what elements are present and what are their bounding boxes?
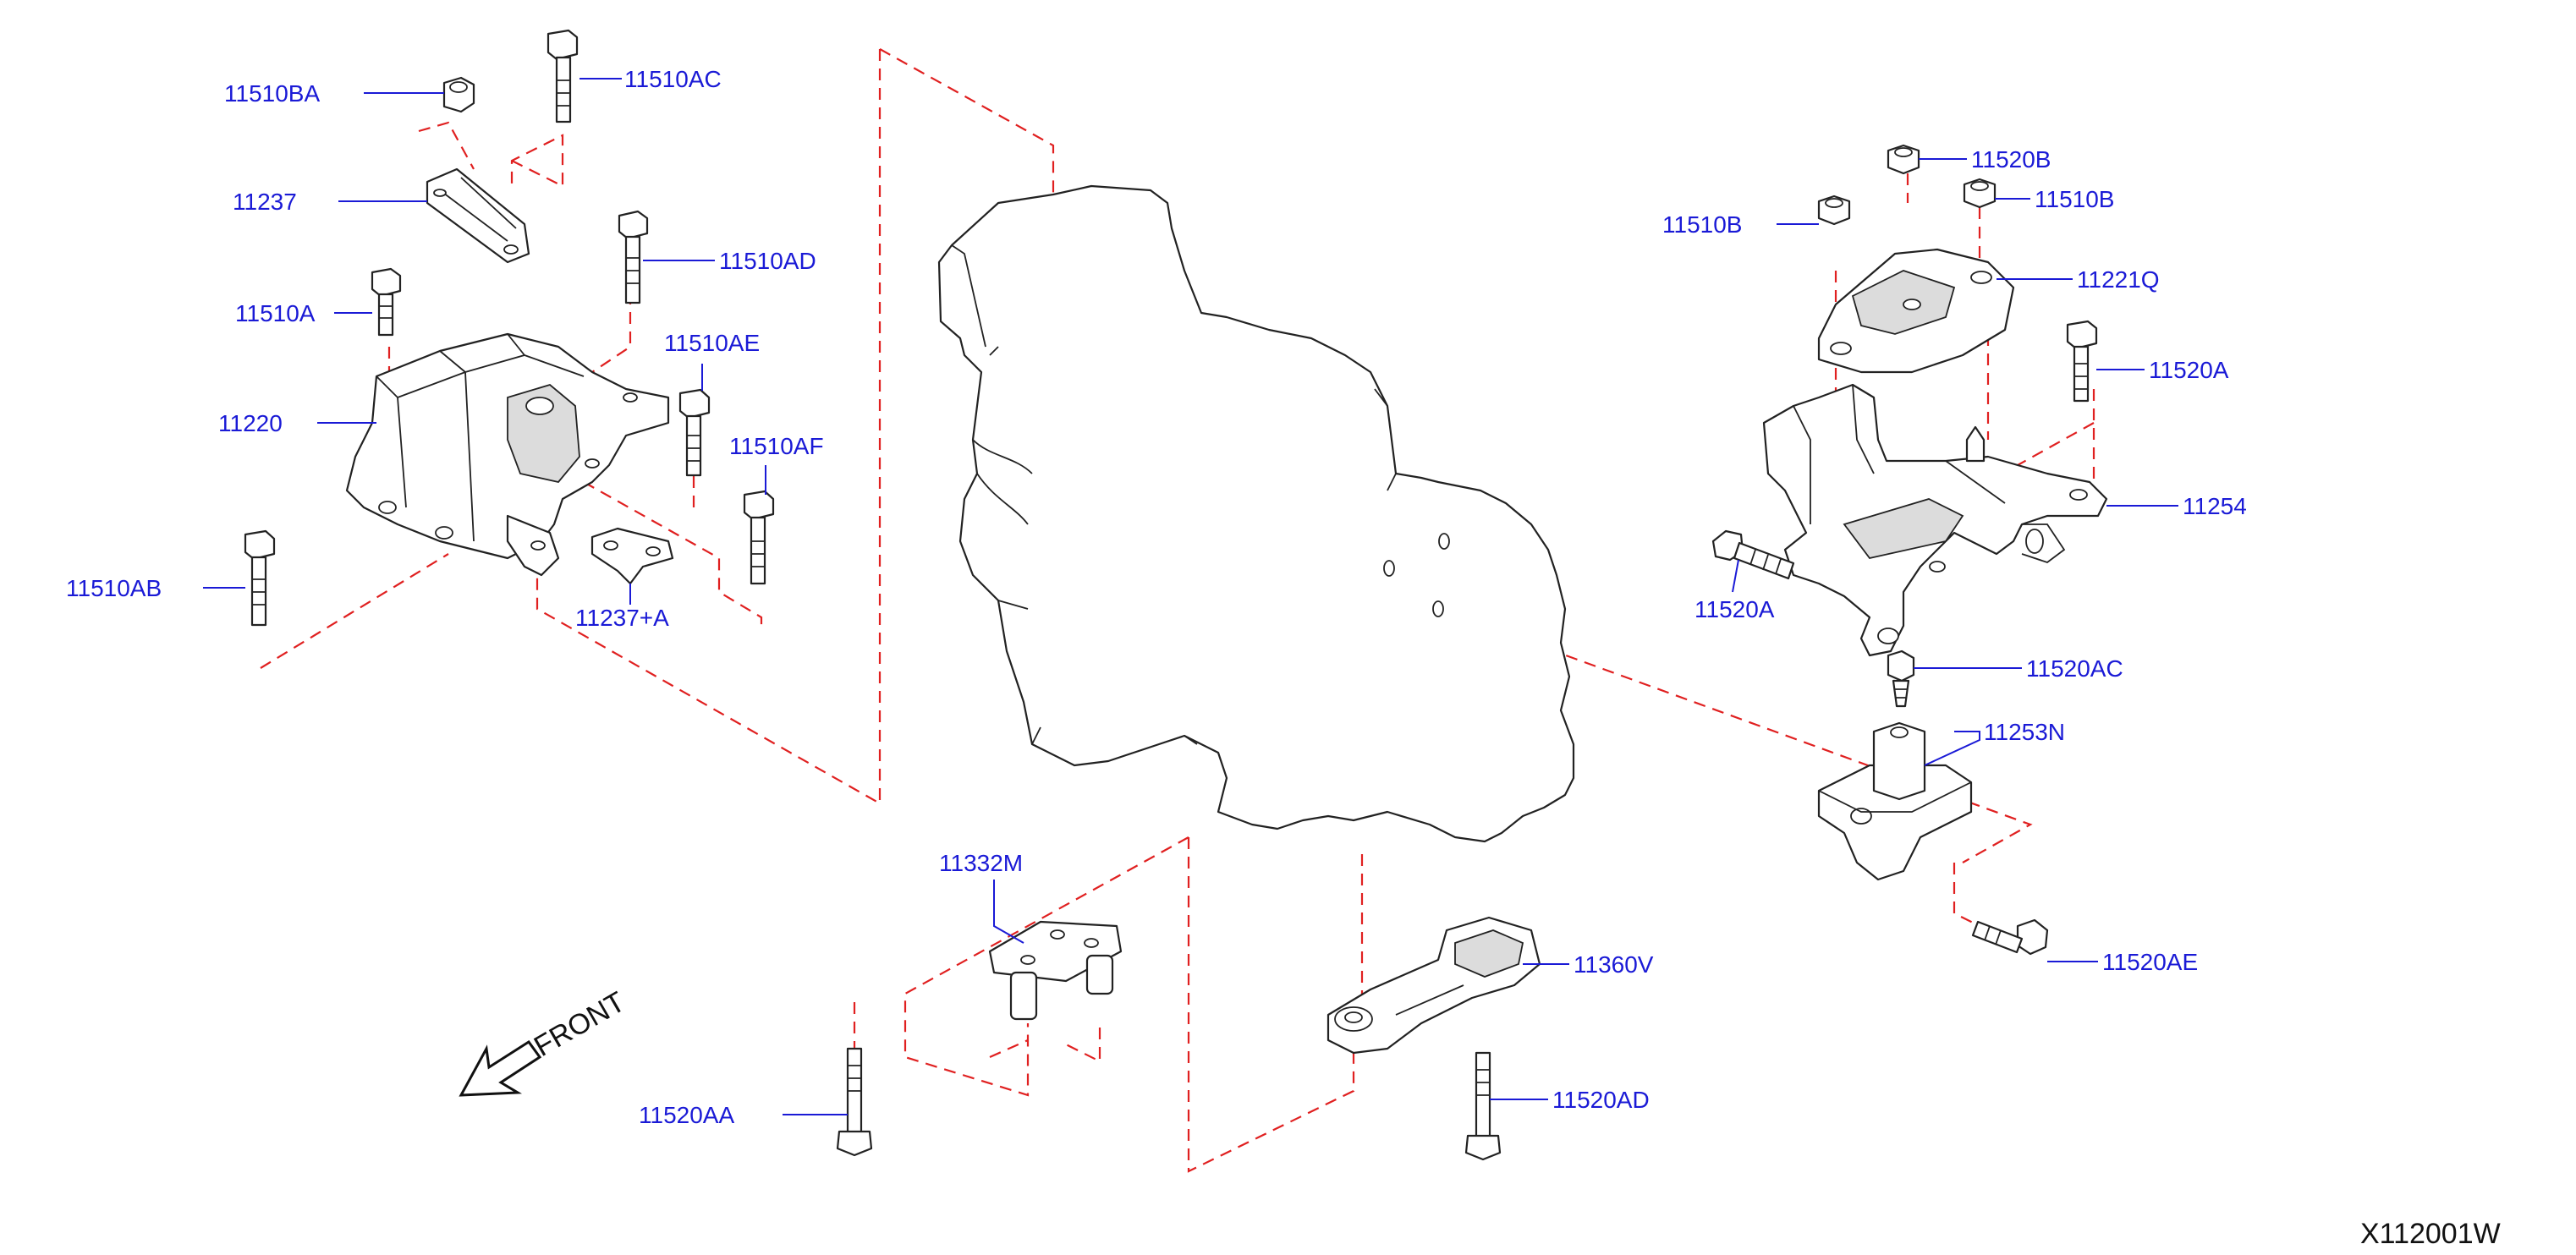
bolt-11510ab bbox=[244, 529, 276, 627]
bolt-11510af bbox=[743, 490, 775, 585]
callout-11510AB: 11510AB bbox=[66, 575, 162, 601]
bolt-11510ae bbox=[678, 388, 711, 477]
callout-11520A-right: 11520A bbox=[2149, 357, 2229, 383]
callout-11520AA: 11520AA bbox=[639, 1102, 734, 1128]
callout-11332M: 11332M bbox=[939, 850, 1023, 876]
nut-11510ba bbox=[442, 76, 475, 113]
engine-block bbox=[937, 184, 1575, 843]
callout-labels: 11510BA 11510AC 11237 11510AD 11510A 115… bbox=[66, 66, 2247, 1128]
callout-11520AC: 11520AC bbox=[2026, 655, 2123, 682]
bracket-11237a bbox=[590, 527, 674, 585]
bolt-11510a bbox=[371, 267, 402, 337]
leader-lines bbox=[203, 78, 2178, 1115]
bolt-11520a-right bbox=[2066, 320, 2098, 403]
callout-11237A: 11237+A bbox=[575, 605, 669, 631]
nut-11520b bbox=[1887, 144, 1920, 175]
callout-11237: 11237 bbox=[233, 189, 297, 215]
callout-11510AF: 11510AF bbox=[729, 433, 824, 459]
torque-rod-11360v bbox=[1326, 916, 1541, 1055]
bolt-11520ad bbox=[1464, 1051, 1502, 1161]
mount-11253n bbox=[1817, 721, 1973, 881]
bottom-mount-parts bbox=[836, 916, 1541, 1161]
callout-11220: 11220 bbox=[218, 410, 283, 436]
callout-11520AD: 11520AD bbox=[1552, 1087, 1650, 1113]
callout-11510B-right: 11510B bbox=[2035, 186, 2114, 212]
arrow-left-icon bbox=[459, 1039, 542, 1097]
callout-11520AE: 11520AE bbox=[2102, 949, 2198, 975]
callout-11510AE: 11510AE bbox=[664, 330, 760, 356]
callout-11510BA: 11510BA bbox=[224, 80, 320, 107]
bolt-11520ae bbox=[1971, 918, 2049, 956]
diagram-reference-code: X112001W bbox=[2360, 1218, 2501, 1250]
right-mount-parts bbox=[1711, 144, 2108, 956]
callout-11360V: 11360V bbox=[1574, 951, 1654, 978]
left-mount-parts bbox=[244, 29, 775, 627]
bolt-11510ac bbox=[547, 29, 579, 123]
nut-11510b-left bbox=[1817, 195, 1851, 226]
insulator-11221q bbox=[1817, 248, 2015, 374]
stud-11520ac bbox=[1887, 649, 1915, 708]
bolt-11510ad bbox=[618, 210, 649, 304]
bracket-11332m bbox=[988, 920, 1123, 1021]
nut-11510b-right bbox=[1963, 178, 1997, 209]
callout-11510AD: 11510AD bbox=[719, 248, 816, 274]
callout-11510B-left: 11510B bbox=[1662, 211, 1742, 238]
callout-11520B: 11520B bbox=[1971, 146, 2051, 173]
bolt-11520a-left bbox=[1711, 529, 1795, 580]
callout-11510A: 11510A bbox=[235, 300, 316, 326]
callout-11221Q: 11221Q bbox=[2077, 266, 2160, 293]
callout-11254: 11254 bbox=[2183, 493, 2247, 519]
front-direction-arrow: FRONT bbox=[459, 985, 630, 1097]
bracket-11237 bbox=[426, 167, 530, 264]
callout-11520A-left: 11520A bbox=[1694, 596, 1775, 622]
callout-11253N: 11253N bbox=[1984, 719, 2065, 745]
bolt-11520aa bbox=[836, 1047, 873, 1157]
mount-11220 bbox=[345, 332, 670, 577]
bracket-11254 bbox=[1762, 383, 2108, 657]
callout-11510AC: 11510AC bbox=[624, 66, 722, 92]
front-label: FRONT bbox=[529, 985, 630, 1062]
